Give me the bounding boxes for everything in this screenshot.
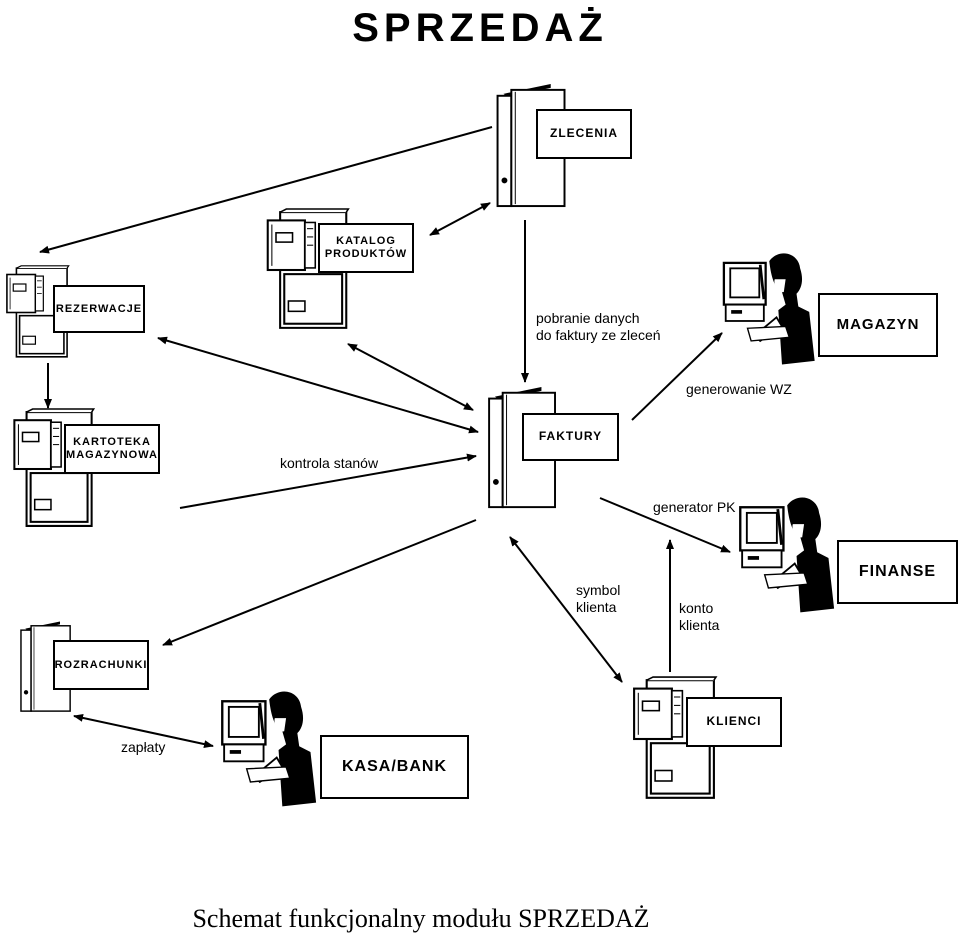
label-rozrachunki: ROZRACHUNKI bbox=[53, 640, 149, 690]
diagram-caption: Schemat funkcjonalny modułu SPRZEDAŻ bbox=[192, 904, 650, 933]
diagram-title: SPRZEDAŻ bbox=[352, 6, 608, 50]
arrow-katalog-faktury bbox=[347, 343, 474, 411]
annotation-generator-pk: generator PK bbox=[653, 499, 736, 515]
arrow-faktury-finanse bbox=[599, 497, 731, 553]
annotation-symbol-klienta: symbol klienta bbox=[576, 582, 620, 616]
label-rezerwacje: REZERWACJE bbox=[53, 285, 145, 333]
workstation-icon-kasa bbox=[220, 690, 318, 808]
label-katalog-line1: KATALOG bbox=[336, 235, 396, 248]
label-klienci-text: KLIENCI bbox=[706, 714, 762, 729]
annotation-symbol-line2: klienta bbox=[576, 598, 617, 615]
arrow-rozrachunki-kasa bbox=[73, 713, 214, 749]
label-magazyn-text: MAGAZYN bbox=[836, 316, 920, 334]
annotation-konto-line2: klienta bbox=[679, 616, 720, 633]
annotation-kontrola-stanow: kontrola stanów bbox=[280, 455, 379, 471]
label-faktury: FAKTURY bbox=[522, 413, 619, 461]
label-rezerwacje-text: REZERWACJE bbox=[55, 302, 143, 315]
label-kartoteka-line1: KARTOTEKA bbox=[73, 436, 151, 449]
label-finanse-text: FINANSE bbox=[858, 562, 937, 580]
arrow-zlecenia-rezerwacje bbox=[39, 126, 493, 254]
label-rozrachunki-text: ROZRACHUNKI bbox=[54, 658, 148, 671]
label-kartoteka-line2: MAGAZYNOWA bbox=[66, 449, 158, 461]
annotation-konto-klienta: konto klienta bbox=[679, 600, 719, 634]
annotation-konto-line1: konto bbox=[679, 600, 714, 616]
annotation-pobranie-line2: do faktury ze zleceń bbox=[536, 326, 661, 343]
workstation-icon-finanse bbox=[738, 496, 836, 614]
label-kartoteka: KARTOTEKA MAGAZYNOWA bbox=[64, 424, 160, 474]
arrow-rezerwacje-faktury bbox=[157, 336, 479, 434]
annotation-symbol-line1: symbol bbox=[576, 582, 621, 598]
label-faktury-text: FAKTURY bbox=[538, 429, 603, 444]
label-zlecenia-text: ZLECENIA bbox=[550, 126, 618, 141]
label-kasa-bank: KASA/BANK bbox=[320, 735, 469, 799]
label-magazyn: MAGAZYN bbox=[818, 293, 938, 357]
label-klienci: KLIENCI bbox=[686, 697, 782, 747]
annotation-pobranie: pobranie danych do faktury ze zleceń bbox=[536, 310, 661, 344]
workstation-icon-magazyn bbox=[722, 252, 817, 366]
label-kasa-bank-text: KASA/BANK bbox=[342, 757, 447, 775]
label-finanse: FINANSE bbox=[837, 540, 958, 604]
arrow-kartoteka-faktury bbox=[179, 453, 477, 509]
label-katalog-line2: PRODUKTÓW bbox=[324, 248, 408, 260]
label-katalog: KATALOG PRODUKTÓW bbox=[318, 223, 414, 273]
annotation-generowanie-wz: generowanie WZ bbox=[686, 381, 792, 397]
arrow-faktury-klienci bbox=[509, 536, 623, 683]
arrow-katalog-zlecenia bbox=[429, 202, 491, 236]
annotation-pobranie-line1: pobranie danych bbox=[536, 310, 640, 326]
arrow-faktury-magazyn bbox=[631, 332, 723, 421]
label-zlecenia: ZLECENIA bbox=[536, 109, 632, 159]
annotation-zaplaty: zapłaty bbox=[121, 739, 166, 755]
arrow-faktury-rozrachunki bbox=[162, 519, 477, 646]
